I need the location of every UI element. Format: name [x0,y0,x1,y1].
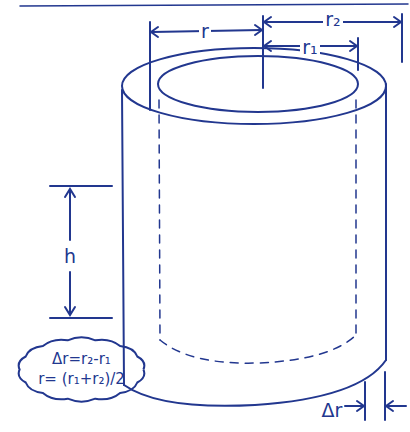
dimension-label: r₂ [323,9,342,30]
formula-cloud: Δr=r₂-r₁r= (r₁+r₂)/2 [14,334,149,405]
formula-text: r= (r₁+r₂)/2 [38,370,125,390]
dimension-label: r₁ [300,37,319,58]
dimension-label: r [199,21,211,42]
dimension-label: h [62,246,78,267]
formula-text: Δr=r₂-r₁ [38,350,125,370]
dimension-label: Δr [320,400,345,421]
